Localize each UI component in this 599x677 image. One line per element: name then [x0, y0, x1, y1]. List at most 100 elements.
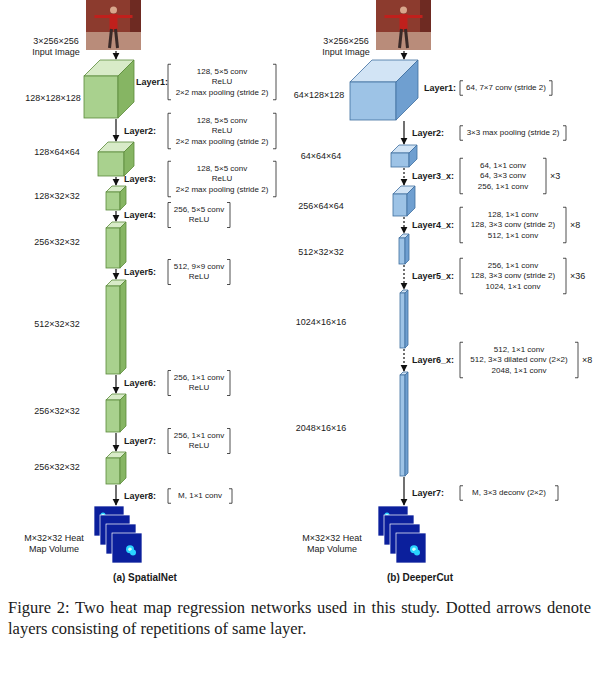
box-side-face: [405, 290, 408, 348]
layer-label: Layer5:: [124, 267, 156, 277]
layer-label: Layer4:: [124, 210, 156, 220]
person-leg: [400, 29, 402, 48]
box-side-face: [409, 145, 417, 167]
layer-arrow: [115, 269, 116, 279]
feature-map-box: 128×128×128: [84, 60, 134, 118]
layer-spec: ReLU: [171, 383, 227, 394]
box-side-face: [405, 372, 408, 476]
box-side-face: [120, 186, 126, 210]
layer-label: Layer4_x:: [412, 220, 454, 230]
layer-label: Layer7:: [412, 488, 444, 498]
layer-bracket: [168, 489, 232, 504]
feature-map-box-shape: [391, 145, 417, 167]
feature-map-box-shape: [106, 222, 126, 268]
layer-label: Layer6_x:: [412, 355, 454, 365]
box-front-face: [399, 238, 405, 264]
dimension-label: 3×256×256 Input Image: [28, 36, 84, 57]
box-side-face: [396, 60, 418, 120]
feature-map-box: 64×128×128: [350, 60, 418, 120]
feature-map-box: 256×32×32: [106, 222, 126, 268]
feature-map-box-shape: [106, 280, 126, 374]
feature-map-box-shape: [400, 372, 408, 476]
layer-spec: 2×2 max pooling (stride 2): [171, 87, 273, 98]
layer-bracket: [168, 64, 276, 100]
box-front-face: [106, 286, 120, 374]
layer-label: Layer8:: [124, 491, 156, 501]
layer-bracket: [460, 342, 578, 378]
person-leg: [116, 29, 118, 48]
feature-map-box: 64×64×64: [391, 145, 417, 167]
dimension-label: 2048×16×16: [292, 423, 350, 434]
input-image: 3×256×256 Input Image: [376, 0, 431, 50]
repeated-layer-arrow: [403, 217, 404, 233]
feature-map-box-shape: [106, 452, 126, 484]
heat-blob: [130, 550, 136, 556]
layer-spec: 128, 3×3 conv (stride 2): [463, 220, 563, 231]
layer-spec: 64, 3×3 conv: [463, 171, 543, 182]
dimension-label: 256×32×32: [28, 406, 86, 417]
layer-arrow: [115, 485, 116, 505]
box-front-face: [400, 375, 405, 476]
layer-arrow: [115, 433, 116, 451]
layer-spec: 64, 7×7 conv (stride 2): [463, 83, 549, 94]
layer-label: Layer2:: [412, 128, 444, 138]
layer-spec: 2×2 max pooling (stride 2): [171, 184, 273, 195]
input-image: 3×256×256 Input Image: [86, 0, 141, 50]
box-front-face: [98, 152, 124, 176]
repeat-count: ×8: [582, 355, 592, 366]
layer-spec: 1024, 1×1 conv: [463, 281, 563, 292]
box-front-face: [393, 194, 407, 216]
person-leg: [406, 29, 408, 48]
box-side-face: [120, 280, 126, 374]
repeat-count: ×3: [550, 171, 560, 182]
layer-spec: 128, 5×5 conv: [171, 115, 273, 126]
layer-arrow: [115, 119, 116, 141]
layer-bracket: [460, 258, 566, 294]
layer-label: Layer1:: [136, 77, 168, 87]
input-image-shape: [376, 0, 431, 50]
person-head: [400, 7, 407, 14]
feature-map-box: 512×32×32: [106, 280, 126, 374]
box-side-face: [124, 142, 134, 176]
layer-label: Layer6:: [124, 378, 156, 388]
feature-map-box: 128×32×32: [106, 186, 126, 210]
layer-spec: 128, 5×5 conv: [171, 163, 273, 174]
layer-spec: ReLU: [171, 77, 273, 88]
layer-arrow: [403, 121, 404, 144]
layer-spec: 256, 5×5 conv: [171, 205, 227, 216]
layer-label: Layer3_x:: [412, 171, 454, 181]
heat-map-slice: [396, 533, 426, 563]
box-front-face: [84, 76, 118, 118]
person-torso: [400, 14, 408, 30]
box-front-face: [350, 82, 396, 120]
layer-spec: 3×3 max pooling (stride 2): [463, 128, 563, 139]
repeated-layer-arrow: [403, 168, 404, 185]
dimension-label: 512×32×32: [292, 247, 350, 258]
layer-arrow: [115, 177, 116, 185]
layer-spec: ReLU: [171, 441, 227, 452]
layer-bracket: [168, 371, 230, 396]
box-front-face: [400, 293, 405, 348]
dimension-label: 128×128×128: [24, 93, 82, 104]
dimension-label: 256×32×32: [28, 237, 86, 248]
layer-label: Layer3:: [124, 174, 156, 184]
dimension-label: 128×64×64: [28, 147, 86, 158]
layer-spec: 128, 5×5 conv: [171, 66, 273, 77]
dimension-label: 512×32×32: [28, 319, 86, 330]
feature-map-box: 256×32×32: [106, 394, 126, 432]
layer-spec: 512, 9×9 conv: [171, 262, 227, 273]
person-leg: [110, 29, 112, 48]
subfigure-title: (b) DeeperCut: [360, 573, 480, 584]
layer-spec: 256, 1×1 conv: [171, 431, 227, 442]
box-front-face: [106, 192, 120, 210]
layer-spec: ReLU: [171, 272, 227, 283]
layer-bracket: [168, 260, 230, 285]
layer-arrow: [403, 51, 404, 59]
layer-bracket: [460, 81, 552, 96]
layer-spec: 256, 1×1 conv: [463, 181, 543, 192]
box-side-face: [120, 394, 126, 432]
dimension-label: 256×64×64: [292, 201, 350, 212]
feature-map-box-shape: [84, 60, 134, 118]
dimension-label: 1024×16×16: [292, 317, 350, 328]
